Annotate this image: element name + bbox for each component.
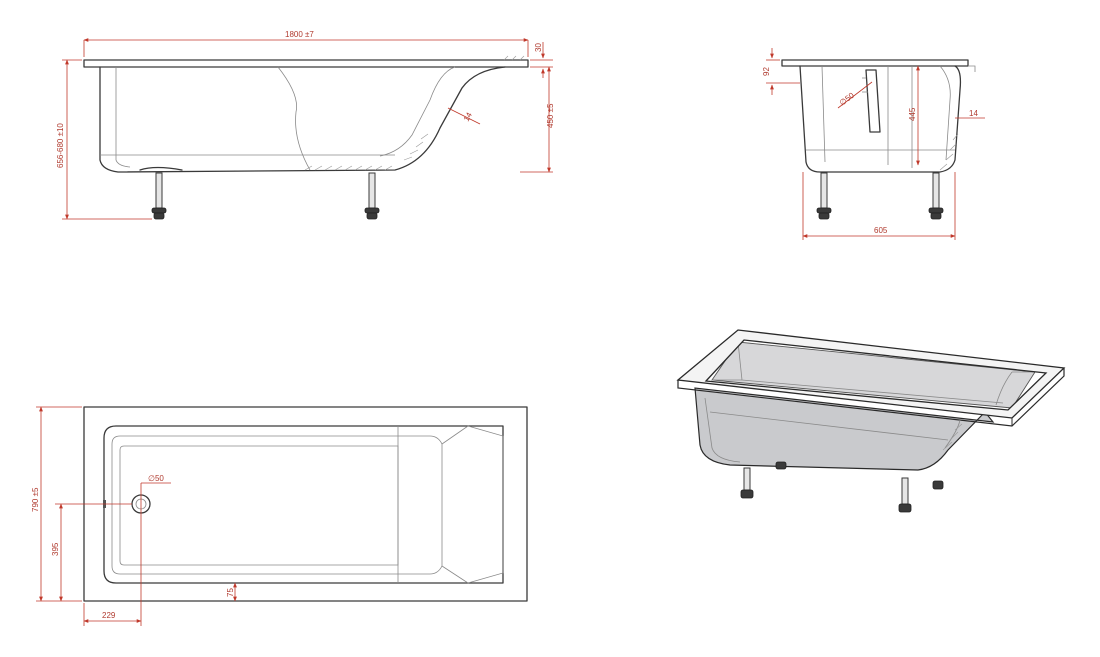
iso-leg-front-right — [898, 477, 912, 513]
end-view-body — [799, 65, 962, 173]
end-view: 92 445 ∅50 14 605 — [762, 48, 985, 240]
end-drain-diameter-label: ∅50 — [838, 91, 857, 108]
top-drain-x-label: 229 — [102, 611, 116, 620]
top-width-label: 790 ±5 — [31, 487, 40, 512]
end-view-rim — [781, 59, 969, 67]
isometric-view — [676, 329, 1066, 513]
top-drain-y-label: 395 — [51, 542, 60, 556]
end-view-leg-left — [816, 172, 832, 220]
side-tub-depth-label: 450 ±5 — [546, 103, 555, 128]
end-view-leg-right — [928, 172, 944, 220]
end-rim-height-label: 92 — [762, 67, 771, 76]
side-view-hatching — [304, 55, 525, 171]
side-view-drain — [139, 166, 183, 171]
top-inner-offset-label: 75 — [226, 588, 235, 597]
iso-exterior-body — [694, 387, 995, 471]
side-view-leg-front — [151, 172, 167, 220]
side-view: 1800 ±7 30 450 ±5 656-680 ±10 14 — [56, 30, 555, 220]
side-view-rim — [83, 59, 529, 68]
end-inner-depth-label: 445 — [908, 107, 917, 121]
end-view-overflow — [865, 69, 881, 133]
top-view: 790 ±5 395 229 ∅50 75 — [31, 406, 528, 626]
iso-leg-back-right — [932, 480, 944, 490]
side-wall-thickness-label: 14 — [462, 110, 474, 123]
side-length-label: 1800 ±7 — [285, 30, 314, 39]
side-view-body — [99, 66, 506, 173]
iso-leg-back-left — [775, 461, 787, 470]
iso-leg-front-left — [740, 467, 754, 499]
side-total-height-label: 656-680 ±10 — [56, 123, 65, 168]
end-leg-span-label: 605 — [874, 226, 888, 235]
end-wall-thickness-label: 14 — [969, 109, 978, 118]
side-view-dimensions: 1800 ±7 30 450 ±5 656-680 ±10 14 — [56, 30, 555, 220]
top-view-dimensions: 790 ±5 395 229 ∅50 75 — [31, 406, 237, 626]
side-rim-thickness-label: 30 — [534, 43, 543, 52]
top-drain-diameter-label: ∅50 — [148, 474, 164, 483]
side-view-leg-back — [364, 172, 380, 220]
top-view-basin — [103, 425, 504, 584]
end-view-dimensions: 92 445 ∅50 14 605 — [762, 48, 985, 240]
